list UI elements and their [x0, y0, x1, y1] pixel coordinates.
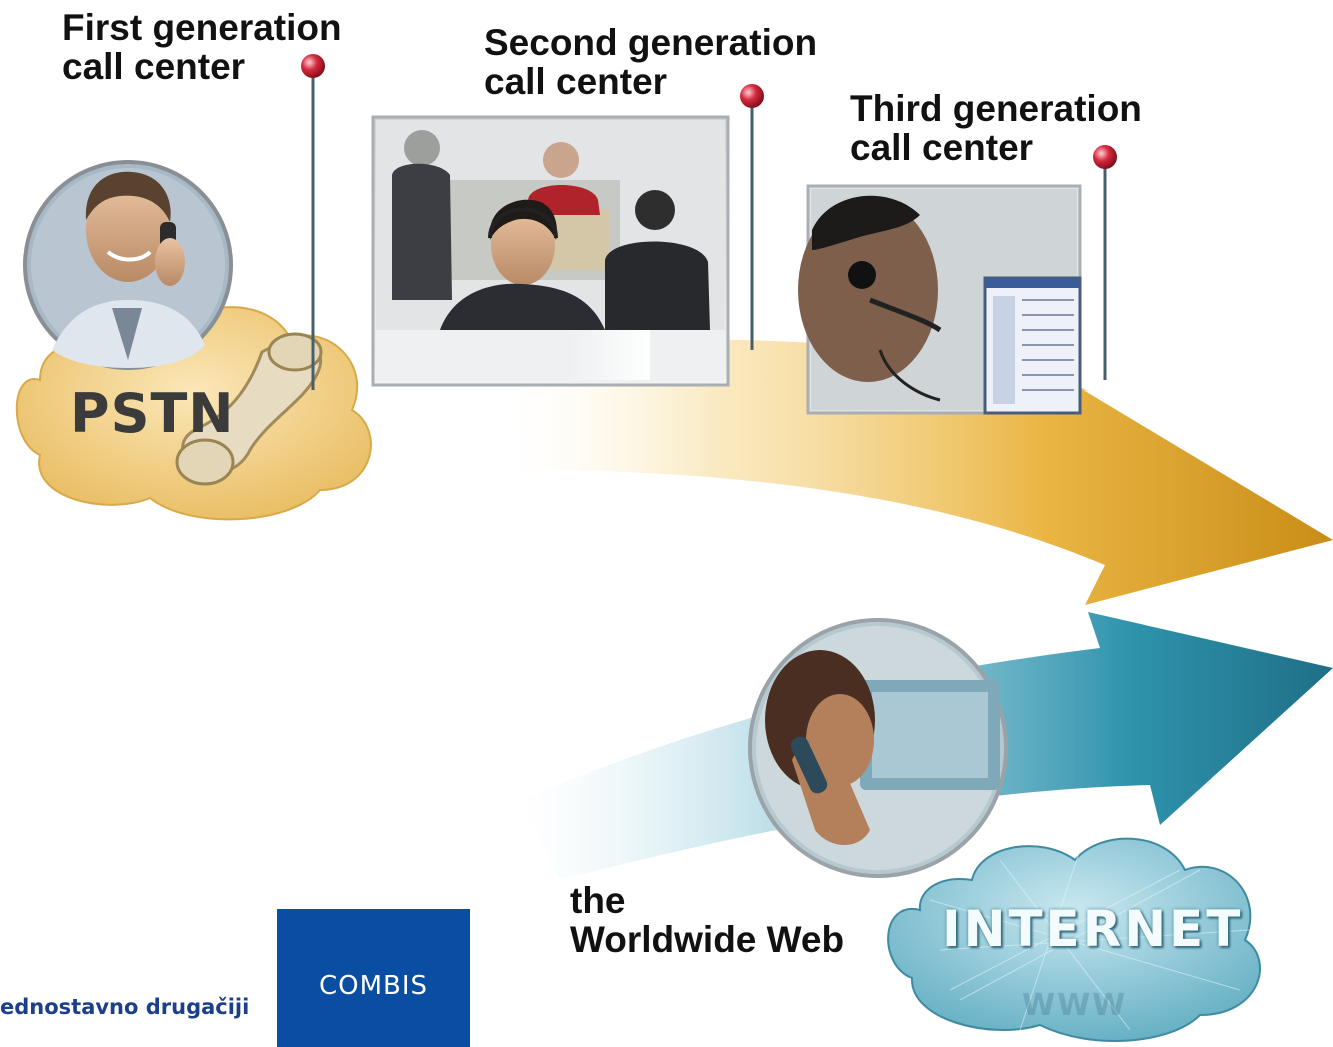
label-worldwide-web: the Worldwide Web: [570, 881, 844, 959]
pstn-cloud-label: PSTN: [70, 382, 235, 445]
label-second-generation: Second generation call center: [484, 23, 817, 101]
internet-cloud-label: INTERNET: [942, 900, 1244, 958]
telephone-handset-icon: [175, 332, 323, 486]
label-first-generation-line1: First generation: [62, 7, 342, 48]
label-third-generation: Third generation call center: [850, 89, 1142, 167]
combis-logo-text: COMBIS: [318, 971, 429, 1001]
pin-second-generation: [740, 84, 764, 350]
label-first-generation: First generation call center: [62, 8, 342, 86]
third-generation-photo: [798, 184, 1082, 415]
pin-first-generation: [301, 54, 325, 390]
pin-third-generation: [1093, 145, 1117, 380]
label-third-generation-line2: call center: [850, 127, 1034, 168]
label-second-generation-line1: Second generation: [484, 22, 818, 63]
second-generation-photo: [371, 115, 730, 387]
combis-logo: COMBIS: [277, 909, 470, 1047]
internet-cloud: [887, 837, 1261, 1043]
label-second-generation-line2: call center: [484, 61, 668, 102]
label-worldwide-web-line1: the: [570, 880, 626, 921]
first-generation-photo: [23, 160, 233, 370]
gold-arrow: [510, 339, 1333, 605]
www-watermark: WWW: [1022, 988, 1128, 1023]
label-first-generation-line2: call center: [62, 46, 246, 87]
label-third-generation-line1: Third generation: [850, 88, 1142, 129]
label-worldwide-web-line2: Worldwide Web: [570, 919, 845, 960]
web-agent-photo: [748, 618, 1008, 878]
slogan: ednostavno drugačiji: [0, 995, 250, 1019]
